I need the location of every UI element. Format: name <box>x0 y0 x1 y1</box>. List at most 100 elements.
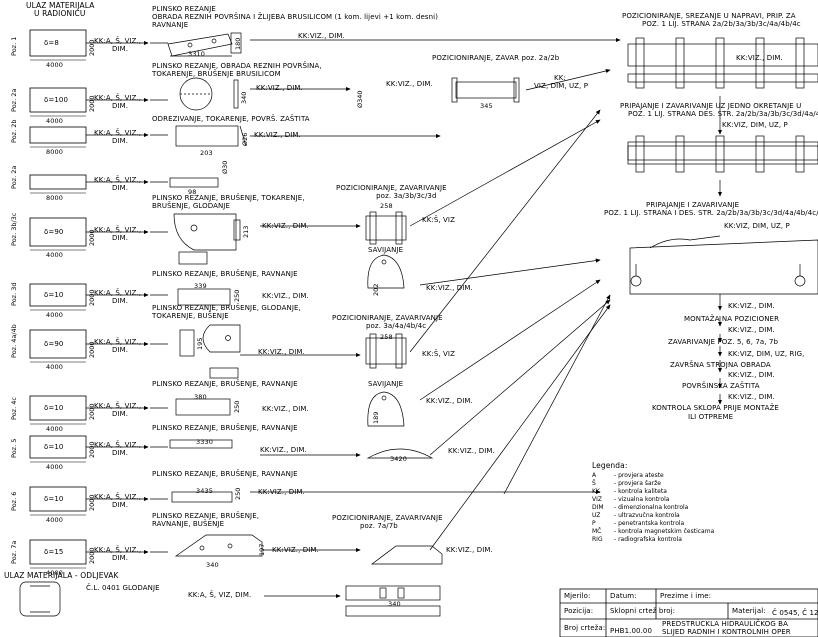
step-5: ZAVRŠNA STROJNA OBRADA <box>670 361 771 369</box>
assembly-drawing <box>629 235 818 295</box>
tb-materijal-value: Č 0545, Č 12 <box>772 609 818 617</box>
poz4-assy <box>365 337 407 365</box>
pos4-title-2: poz. 3a/4a/4b/4c <box>366 322 427 330</box>
pos4-title-1: POZICIONIRANJE, ZAVARIVANJE <box>332 314 443 322</box>
poz1-sketch <box>167 33 233 57</box>
operation-5: PLINSKO REZANJE, BRUŠENJE, GLODANJE,TOKA… <box>152 304 301 320</box>
dim-p4c-len: 380 <box>194 393 207 401</box>
right-top-kk: KK:VIZ., DIM. <box>736 54 783 62</box>
kk-pos5: KK:VIZ., DIM. <box>448 447 495 455</box>
operation-1-line-0: PLINSKO REZANJE, OBRADA REZNIH POVRŠINA, <box>152 62 322 70</box>
operation-5-line-0: PLINSKO REZANJE, BRUŠENJE, GLODANJE, <box>152 304 301 312</box>
row-kk-6: KK:A, Š, VIZ.,DIM. <box>94 338 141 354</box>
operation-6: PLINSKO REZANJE, BRUŠENJE, RAVNANJE <box>152 380 298 388</box>
row-label-5: Poz. 3d <box>10 282 18 306</box>
row-label-9: Poz. 6 <box>10 491 18 511</box>
dim-p3d-len: 339 <box>194 282 207 290</box>
casting-sketch <box>19 581 61 617</box>
right-top-1: POZICIONIRANJE, SREZANJE U NAPRAVI, PRIP… <box>622 12 796 20</box>
kk-row1: KK:VIZ., DIM. <box>298 32 345 40</box>
legend-key-0: A <box>592 472 597 479</box>
dim-p2a-side: Ø340 <box>356 90 364 108</box>
right-mid: PRIPAJANJE I ZAVARIVANJE UZ JEDNO OKRETA… <box>620 102 818 118</box>
pos7-title-2: poz. 7a/7b <box>360 522 398 530</box>
row-kk-1-1: DIM. <box>112 102 129 110</box>
legend-key-7: MČ <box>592 528 602 535</box>
plate-length-6: 4000 <box>46 363 63 371</box>
plate-thickness-5: δ=10 <box>44 291 64 299</box>
row-label-0: Poz. 1 <box>10 36 18 56</box>
right-top: POZICIONIRANJE, SREZANJE U NAPRAVI, PRIP… <box>622 12 801 28</box>
plate-length-4: 4000 <box>46 251 63 259</box>
row-kk-0: KK:A, Š, VIZ.,DIM. <box>94 37 141 53</box>
step-8: KK:VIZ., DIM. <box>728 393 775 401</box>
operation-6-line-0: PLINSKO REZANJE, BRUŠENJE, RAVNANJE <box>152 380 298 388</box>
plate-length-1: 4000 <box>46 117 63 125</box>
poz3-assy <box>365 215 407 241</box>
operation-7-line-0: PLINSKO REZANJE, BRUŠENJE, RAVNANJE <box>152 424 298 432</box>
pos4-title: POZICIONIRANJE, ZAVARIVANJE poz. 3a/4a/4… <box>332 314 443 330</box>
dim-p7b: 340 <box>388 600 401 608</box>
row-kk-2: KK:A, Š, VIZ.,DIM. <box>94 129 141 145</box>
legend-key-6: P <box>592 520 596 527</box>
tb-title-1: PREDSTRUCKLA HIDRAULIČKOG BA <box>662 620 788 628</box>
kk-pos2-uz-1: KK: <box>554 74 566 82</box>
step-0: KK:VIZ., DIM. <box>728 302 775 310</box>
legend-desc-5: - ultrazvučna kontrola <box>614 512 680 519</box>
dim-p3d-h: 250 <box>233 289 241 302</box>
casting-header: ULAZ MATERIJALA - ODLJEVAK <box>4 571 119 580</box>
step-9: KONTROLA SKLOPA PRIJE MONTAŽE <box>652 404 779 412</box>
dim-p7-len: 340 <box>206 561 219 569</box>
dim-p2c-dia: Ø30 <box>221 160 229 174</box>
tb-title: PREDSTRUCKLA HIDRAULIČKOG BA SLIJED RADN… <box>662 620 791 636</box>
row-kk-1: KK:A, Š, VIZ.,DIM. <box>94 94 141 110</box>
operation-9-line-1: RAVNANJE, BUŠENJE <box>152 520 225 528</box>
kk-row4: KK:VIZ., DIM. <box>258 348 305 356</box>
row-kk-5-1: DIM. <box>112 297 129 305</box>
dim-p2b-dia: Ø26 <box>241 132 249 146</box>
legend-item-8: RIG- radiografska kontrola <box>592 536 682 543</box>
kk-row2: KK:VIZ., DIM. <box>256 84 303 92</box>
row-kk-5: KK:A, Š, VIZ.,DIM. <box>94 289 141 305</box>
plate-thickness-0: δ=8 <box>44 39 59 47</box>
legend-item-1: Š- provjera šarže <box>592 480 661 487</box>
plate-2 <box>29 126 87 148</box>
row-kk-8-0: KK:A, Š, VIZ., <box>94 441 142 449</box>
row-kk-10-1: DIM. <box>112 554 129 562</box>
operation-3: PLINSKO REZANJE, BRUŠENJE, TOKARENJE,BRU… <box>152 194 305 210</box>
legend-desc-3: - vizualna kontrola <box>614 496 670 503</box>
kk-pos4c: KK:VIZ., DIM. <box>426 397 473 405</box>
kk-pos4: KK:Š, VIZ <box>422 350 455 358</box>
row-kk-4-1: DIM. <box>112 234 129 242</box>
input-header: ULAZ MATERIJALA U RADIONICU <box>26 2 94 18</box>
operation-0-line-2: RAVNANJE <box>152 21 189 29</box>
dim-pos4: 258 <box>380 333 393 341</box>
tb-materijal: Materijal: <box>732 607 766 615</box>
step-4: KK:VIZ, DIM, UZ, RIG, <box>728 350 805 358</box>
pos-zavar-title: POZICIONIRANJE, ZAVAR poz. 2a/2b <box>432 54 560 62</box>
poz2c-sketch <box>169 177 219 188</box>
tb-pozicija: Pozicija: <box>564 607 594 615</box>
step-3: ZAVARIVANJE POZ. 5, 6, 7a, 7b <box>668 338 779 346</box>
plate-length-5: 4000 <box>46 311 63 319</box>
dim-p6-h: 250 <box>234 487 242 500</box>
input-plates <box>29 29 87 569</box>
pos3-title: POZICIONIRANJE, ZAVARIVANJE poz. 3a/3b/3… <box>336 184 447 200</box>
row-kk-8-1: DIM. <box>112 449 129 457</box>
right-assy-1: PRIPAJANJE I ZAVARIVANJE <box>646 201 740 209</box>
row-kk-4-0: KK:A, Š, VIZ., <box>94 226 142 234</box>
plate-thickness-8: δ=10 <box>44 443 64 451</box>
legend-key-5: UZ <box>592 512 601 519</box>
plate-length-0: 4000 <box>46 61 63 69</box>
row-label-10: Poz. 7a <box>10 540 18 564</box>
legend-item-4: DIM- dimenzionalna kontrola <box>592 504 688 511</box>
casting-material: Č.L. 0401 GLODANJE <box>86 584 160 592</box>
operation-0-line-0: PLINSKO REZANJE <box>152 5 216 13</box>
savijanje-3: SAVIJANJE <box>368 246 404 254</box>
row-kk-7: KK:A, Š, VIZ.,DIM. <box>94 402 141 418</box>
plate-thickness-10: δ=15 <box>44 548 64 556</box>
step-7: POVRŠINSKA ZAŠTITA <box>682 382 760 390</box>
kk-row5: KK:VIZ., DIM. <box>260 446 307 454</box>
